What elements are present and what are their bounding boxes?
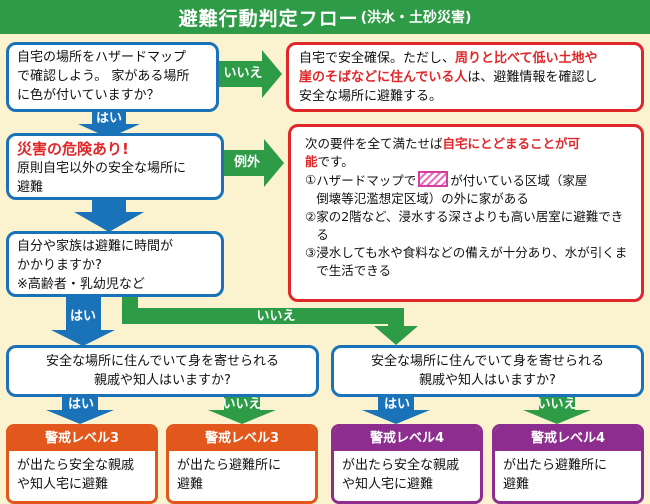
exception-highlight: 自宅にとどまることが可 bbox=[442, 136, 581, 151]
item-number: ② bbox=[305, 209, 317, 224]
q3-no-label: いいえ bbox=[222, 397, 262, 412]
safe-highlight: 周りと比べて低い土地や bbox=[455, 51, 598, 66]
safe-line: は、避難情報を確認し bbox=[467, 70, 598, 85]
result-line: 避難 bbox=[177, 477, 204, 492]
question-relatives-left: 安全な場所に住んでいて身を寄せられる 親戚や知人はいますか? bbox=[6, 345, 319, 397]
item-text: が付いている区域（家屋 bbox=[450, 173, 588, 188]
item-number: ③ bbox=[305, 245, 317, 260]
arrow-danger-q2 bbox=[74, 200, 144, 232]
result-line: が出たら避難所に bbox=[503, 458, 608, 473]
q2-line: かかりますか? bbox=[17, 258, 102, 273]
arrow-q2-yes bbox=[51, 296, 115, 346]
result-line: や知人宅に避難 bbox=[17, 477, 109, 492]
result-level3-relatives: 警戒レベル3 が出たら安全な親戚や知人宅に避難 bbox=[6, 424, 158, 504]
exception-intro: です。 bbox=[317, 154, 354, 169]
arrow-exception bbox=[224, 139, 284, 187]
exception-highlight: 能 bbox=[305, 154, 318, 169]
arrow-q4-yes bbox=[362, 396, 430, 424]
item-text: 浸水しても水や食料などの備えが十分あり、水が引くまで生活できる bbox=[316, 245, 628, 278]
result-level4-shelter: 警戒レベル4 が出たら避難所に避難 bbox=[492, 424, 644, 504]
q1-yes-label: はい bbox=[95, 111, 122, 126]
result-heading: 警戒レベル3 bbox=[9, 427, 155, 451]
q4-no-label: いいえ bbox=[537, 397, 577, 412]
q2-no-label: いいえ bbox=[256, 309, 296, 324]
page-subtitle: (洪水・土砂災害) bbox=[360, 10, 472, 26]
arrow-q3-yes bbox=[46, 396, 114, 424]
safe-at-home-box: 自宅で安全確保。ただし、周りと比べて低い土地や 崖のそばなどに住んでいる人は、避… bbox=[286, 42, 644, 112]
item-text: ハザードマップで bbox=[316, 173, 417, 188]
arrow-q3-no bbox=[208, 396, 276, 424]
question-relatives-right: 安全な場所に住んでいて身を寄せられる 親戚や知人はいますか? bbox=[331, 345, 644, 397]
result-heading: 警戒レベル4 bbox=[334, 427, 480, 451]
safe-highlight: 崖のそばなどに住んでいる人 bbox=[299, 70, 468, 85]
result-line: 避難 bbox=[503, 477, 530, 492]
exception-label: 例外 bbox=[233, 155, 260, 170]
result-heading: 警戒レベル4 bbox=[495, 427, 641, 451]
safe-line: 安全な場所に避難する。 bbox=[299, 89, 443, 104]
arrow-q1-no bbox=[219, 50, 282, 98]
danger-heading: 災害の危険あり! bbox=[17, 140, 129, 158]
question-hazard-map: 自宅の場所をハザードマップ で確認しよう。 家がある場所 に色が付いていますか？ bbox=[6, 42, 219, 112]
hatched-area-icon bbox=[418, 171, 449, 187]
safe-line: 自宅で安全確保。ただし、 bbox=[299, 51, 456, 66]
result-heading: 警戒レベル3 bbox=[169, 427, 315, 451]
exception-item: ③ 浸水しても水や食料などの備えが十分あり、水が引くまで生活できる bbox=[305, 244, 631, 280]
exception-item: ② 家の2階など、浸水する深さよりも高い居室に避難できる bbox=[305, 208, 631, 244]
danger-line: 原則自宅以外の安全な場所に bbox=[17, 161, 187, 176]
q1-line: に色が付いていますか？ bbox=[17, 88, 160, 103]
danger-box: 災害の危険あり! 原則自宅以外の安全な場所に 避難 bbox=[6, 133, 224, 200]
arrow-q2-no bbox=[122, 296, 418, 345]
result-level4-relatives: 警戒レベル4 が出たら安全な親戚や知人宅に避難 bbox=[331, 424, 483, 504]
page-title: 避難行動判定フロー bbox=[178, 7, 359, 30]
result-line: が出たら安全な親戚 bbox=[342, 458, 460, 473]
exception-box: 次の要件を全て満たせば自宅にとどまることが可 能です。 ① ハザードマップで が付… bbox=[288, 124, 644, 302]
q2-yes-label: はい bbox=[69, 309, 96, 324]
q3-yes-label: はい bbox=[67, 397, 94, 412]
arrow-q4-no bbox=[523, 396, 591, 424]
result-line: や知人宅に避難 bbox=[342, 477, 434, 492]
q2-line: 自分や家族は避難に時間が bbox=[17, 239, 174, 254]
danger-line: 避難 bbox=[17, 180, 44, 195]
q1-no-label: いいえ bbox=[223, 66, 263, 81]
result-level3-shelter: 警戒レベル3 が出たら避難所に避難 bbox=[166, 424, 318, 504]
question-evacuation-time: 自分や家族は避難に時間が かかりますか? ※高齢者・乳幼児など bbox=[6, 231, 224, 297]
exception-item: ① ハザードマップで が付いている区域（家屋倒壊等氾濫想定区域）の外に家がある bbox=[305, 171, 631, 208]
item-number: ① bbox=[305, 172, 317, 187]
q4-yes-label: はい bbox=[383, 397, 410, 412]
q1-line: 自宅の場所をハザードマップ bbox=[17, 50, 187, 65]
result-line: が出たら安全な親戚 bbox=[17, 458, 135, 473]
arrow-q1-yes bbox=[78, 110, 140, 138]
q4-line: 親戚や知人はいますか? bbox=[419, 373, 556, 388]
q2-line: ※高齢者・乳幼児など bbox=[17, 277, 145, 292]
q3-line: 親戚や知人はいますか? bbox=[94, 373, 231, 388]
item-text: 家の2階など、浸水する深さよりも高い居室に避難できる bbox=[316, 209, 624, 242]
item-text: 倒壊等氾濫想定区域）の外に家がある bbox=[316, 191, 529, 206]
q3-line: 安全な場所に住んでいて身を寄せられる bbox=[46, 354, 279, 369]
q1-line: で確認しよう。 家がある場所 bbox=[17, 69, 190, 84]
title-bar: 避難行動判定フロー (洪水・土砂災害) bbox=[0, 0, 650, 34]
q4-line: 安全な場所に住んでいて身を寄せられる bbox=[371, 354, 604, 369]
result-line: が出たら避難所に bbox=[177, 458, 282, 473]
exception-intro: 次の要件を全て満たせば bbox=[305, 136, 443, 151]
